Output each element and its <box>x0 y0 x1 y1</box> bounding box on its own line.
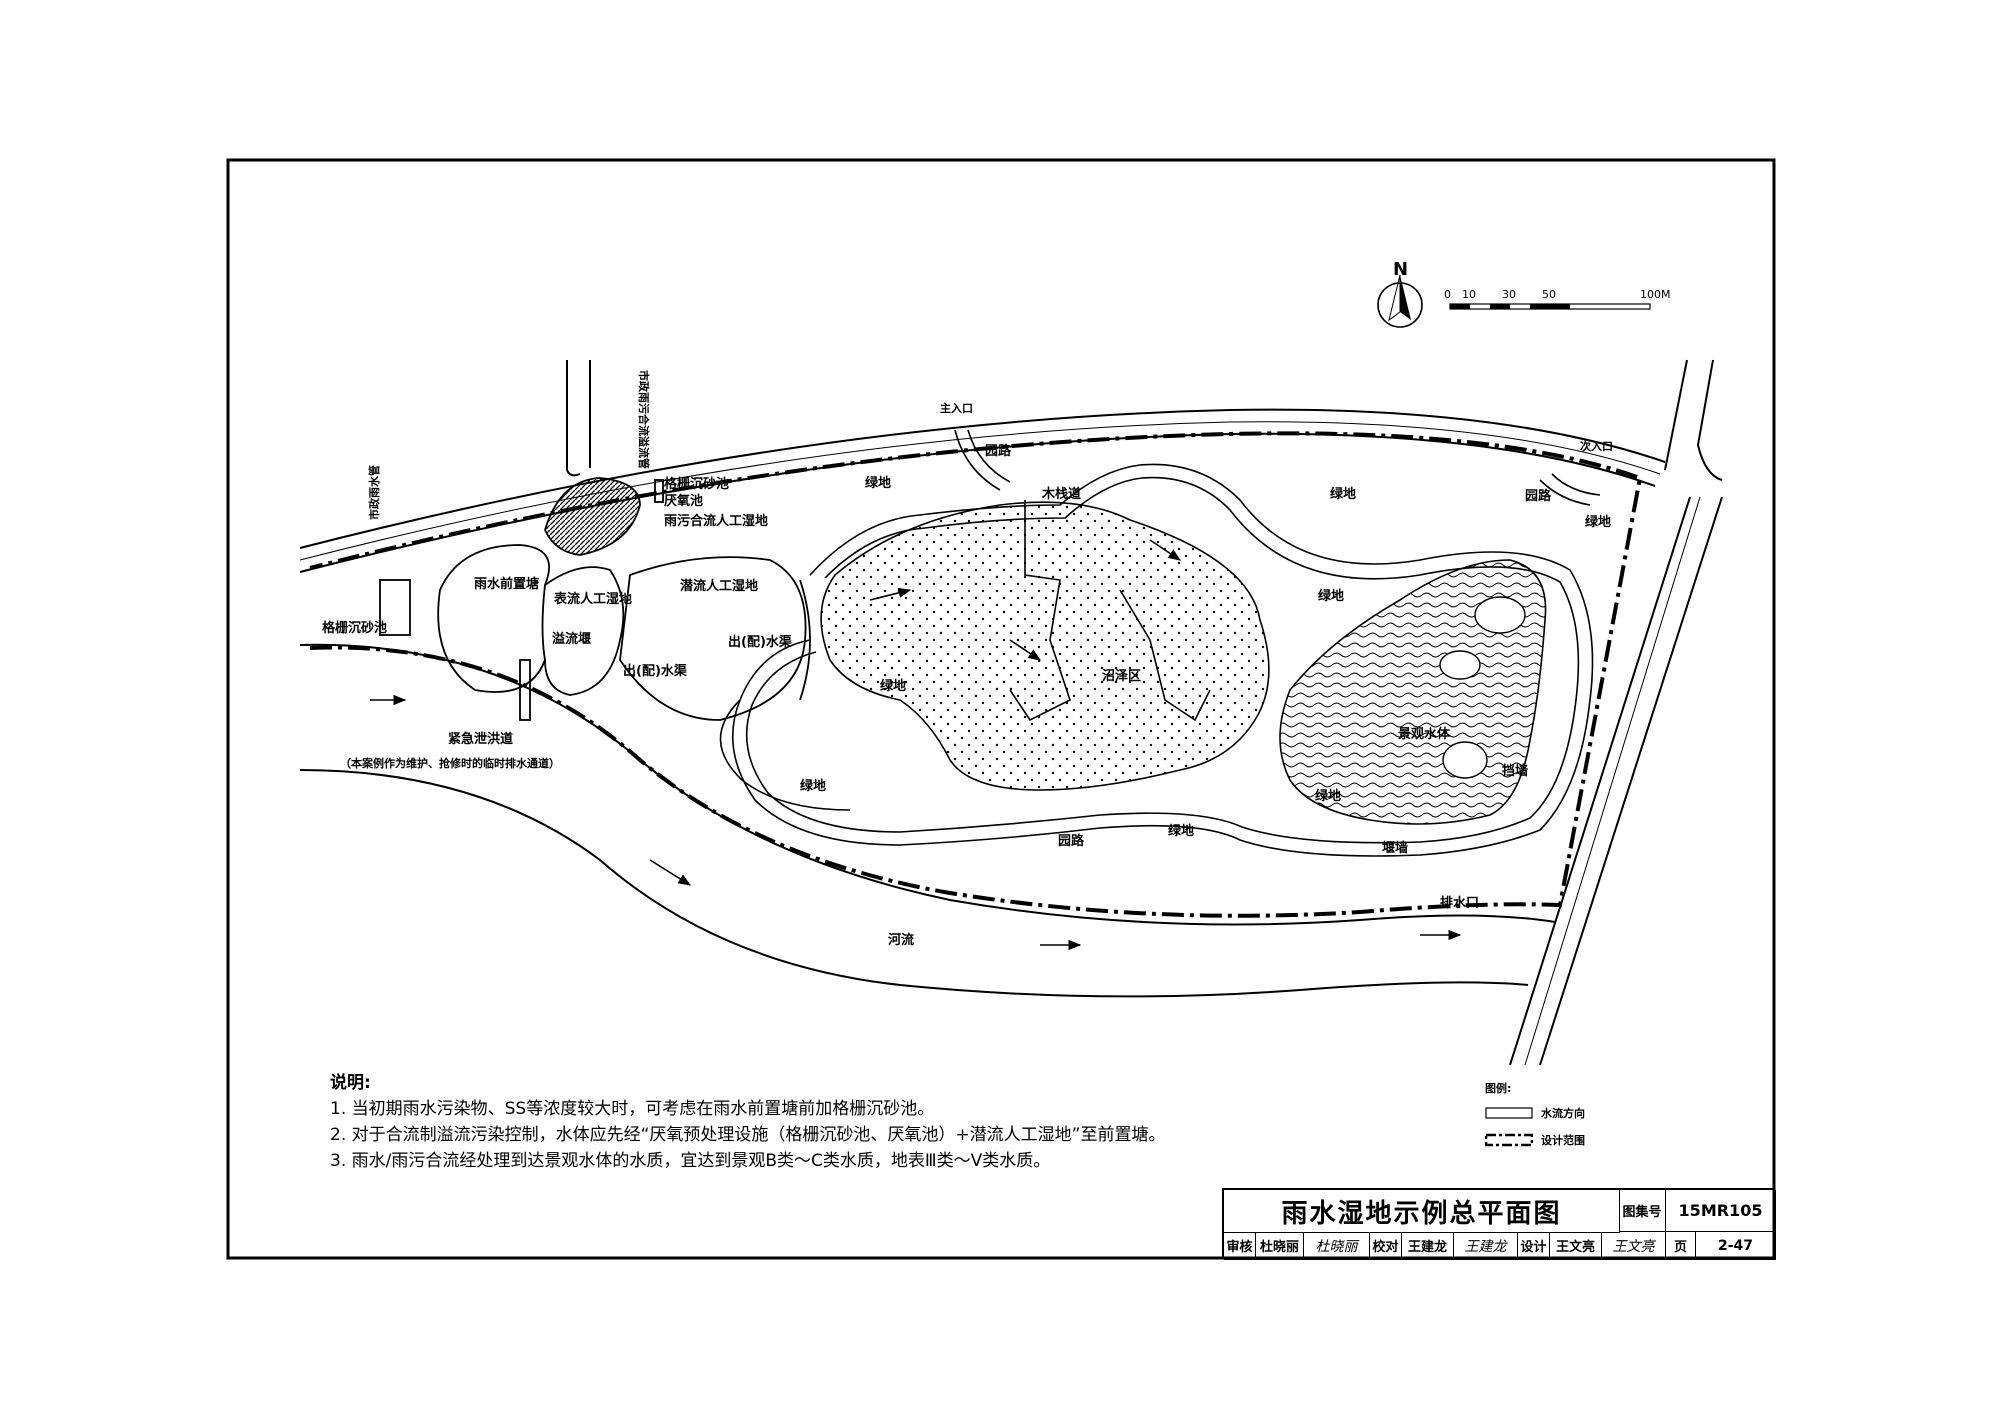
page-label: 页 <box>1666 1232 1696 1260</box>
designer-signature: 王文亮 <box>1602 1232 1666 1260</box>
drawing-title: 雨水湿地示例总平面图 <box>1224 1190 1620 1233</box>
checker-name: 王建龙 <box>1402 1232 1454 1260</box>
emergency-channel <box>519 659 531 721</box>
east-road-c <box>1539 496 1723 1066</box>
outlet-channel-label: 出(配)水渠 <box>623 663 688 679</box>
north-label: N <box>1393 259 1408 280</box>
green-label: 绿地 <box>865 475 891 491</box>
outlet-label: 排水口 <box>1440 895 1479 911</box>
designer-name: 王文亮 <box>1550 1232 1602 1260</box>
legend-flow-label: 水流方向 <box>1541 1107 1585 1120</box>
legend-boundary-label: 设计范围 <box>1541 1134 1585 1147</box>
surface-wetland <box>544 566 625 696</box>
green-label: 绿地 <box>1168 823 1194 839</box>
marsh-zone <box>820 501 1270 791</box>
boardwalk-path-2 <box>1119 589 1211 722</box>
east-road-center <box>1524 496 1701 1066</box>
east-road-b <box>1696 359 1723 481</box>
note-item: 2. 对于合流制溢流污染控制，水体应先经“厌氧预处理设施（格栅沉砂池、厌氧池）+… <box>330 1125 1166 1145</box>
path-label: 园路 <box>1525 488 1552 504</box>
north-road-inner <box>299 408 1666 549</box>
reviewer-name: 杜晓丽 <box>1256 1232 1304 1260</box>
legend-boundary: 设计范围 <box>1485 1132 1585 1148</box>
scale-tick-10: 10 <box>1462 288 1476 301</box>
main-entrance-label: 主入口 <box>940 401 973 415</box>
north-arrow <box>1377 274 1423 328</box>
branch-road-a <box>566 360 581 477</box>
green-label: 绿地 <box>1330 486 1356 502</box>
flow-swatch-icon <box>1485 1107 1533 1119</box>
marsh-label: 沼泽区 <box>1102 669 1141 684</box>
emergency-label: 紧急泄洪道 <box>448 731 513 747</box>
check-label: 校对 <box>1370 1232 1402 1260</box>
scale-bar <box>1449 303 1651 310</box>
boardwalk-label: 木栈道 <box>1041 486 1081 502</box>
weir-label: 堰墙 <box>1382 840 1408 856</box>
screen-grit-label: 格栅沉砂池 <box>664 476 729 492</box>
path-label: 园路 <box>985 443 1012 459</box>
screen-grit-north <box>654 479 664 503</box>
secondary-entrance-label: 次入口 <box>1580 439 1613 453</box>
design-label: 设计 <box>1518 1232 1550 1260</box>
screen-grit-label: 格栅沉砂池 <box>322 620 387 636</box>
path-label: 园路 <box>1058 833 1085 849</box>
design-boundary <box>309 431 1643 918</box>
roads <box>299 359 1723 1066</box>
green-label: 绿地 <box>1315 788 1341 804</box>
rain-pond-label: 雨水前置塘 <box>474 576 539 592</box>
atlas-number: 15MR105 <box>1666 1190 1776 1232</box>
green-label: 绿地 <box>1318 588 1344 604</box>
island-1 <box>1474 596 1526 634</box>
page-number: 2-47 <box>1696 1232 1776 1260</box>
note-item: 3. 雨水/雨污合流经处理到达景观水体的水质，宜达到景观B类～C类水质，地表Ⅲ类… <box>330 1151 1051 1171</box>
anaerobic-label: 厌氧池 <box>664 493 703 509</box>
landscape-water-label: 景观水体 <box>1398 726 1451 742</box>
east-road-d <box>1509 496 1691 1066</box>
boundary-swatch-icon <box>1485 1133 1533 1147</box>
surface-wetland-label: 表流人工湿地 <box>553 591 632 607</box>
subsurface-wetland-label: 潜流人工湿地 <box>680 578 758 594</box>
note-item: 1. 当初期雨水污染物、SS等浓度较大时，可考虑在雨水前置塘前加格栅沉砂池。 <box>330 1099 935 1119</box>
treatment-units <box>379 477 811 721</box>
island-2 <box>1439 650 1481 680</box>
combined-wetland <box>544 477 641 556</box>
legend-flow: 水流方向 <box>1485 1105 1585 1121</box>
atlas-label: 图集号 <box>1619 1190 1666 1232</box>
green-label: 绿地 <box>800 778 826 794</box>
retaining-wall-label: 挡墙 <box>1502 763 1528 779</box>
emergency-note: （本案例作为维护、抢修时的临时排水通道） <box>340 756 560 770</box>
checker-signature: 王建龙 <box>1454 1232 1518 1260</box>
green-label: 绿地 <box>1585 514 1611 530</box>
combined-pipe-label: 市政雨污合流溢流管 <box>637 370 651 469</box>
boardwalk-path <box>1009 500 1071 722</box>
overflow-weir-label: 溢流堰 <box>552 631 591 647</box>
outlet-channel-curve <box>799 579 811 701</box>
subsurface-wetland <box>619 556 807 721</box>
flow-arrows <box>370 539 1462 951</box>
reviewer-signature: 杜晓丽 <box>1304 1232 1370 1260</box>
review-label: 审核 <box>1224 1232 1256 1260</box>
outlet-channel-label: 出(配)水渠 <box>728 634 793 650</box>
notes-title: 说明: <box>330 1073 371 1093</box>
scale-tick-100: 100M <box>1640 288 1671 301</box>
municipal-pipe-label: 市政雨水管 <box>367 465 381 520</box>
river-south-bank <box>299 769 1529 998</box>
scale-tick-30: 30 <box>1502 288 1516 301</box>
green-label: 绿地 <box>880 678 906 694</box>
notes: 说明: 1. 当初期雨水污染物、SS等浓度较大时，可考虑在雨水前置塘前加格栅沉砂… <box>330 1070 1280 1174</box>
legend-title: 图例: <box>1485 1082 1512 1095</box>
scale-tick-0: 0 <box>1444 288 1451 301</box>
screen-grit-west <box>379 579 411 636</box>
sheet-border <box>226 158 1776 1260</box>
park-paths <box>719 429 1601 857</box>
east-road-a <box>1664 359 1688 471</box>
river-label: 河流 <box>888 932 914 948</box>
scale-tick-50: 50 <box>1542 288 1556 301</box>
island-3 <box>1442 741 1488 779</box>
rain-pond <box>437 544 550 693</box>
title-block: 雨水湿地示例总平面图 图集号 15MR105 审核 杜晓丽 杜晓丽 校对 王建龙… <box>1222 1188 1776 1260</box>
combined-wetland-label: 雨污合流人工湿地 <box>664 513 768 529</box>
